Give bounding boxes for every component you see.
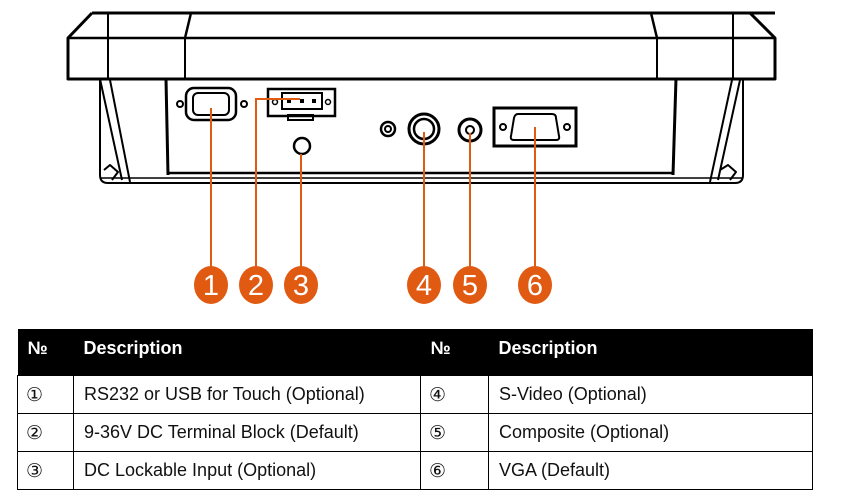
callout-badge-1: 1 [194, 266, 228, 304]
callout-badge-number: 4 [416, 270, 432, 302]
table-row: ③ DC Lockable Input (Optional) ⑥ VGA (De… [17, 451, 813, 490]
callout-badge-2: 2 [239, 266, 273, 304]
row-number: ② [17, 413, 74, 452]
row-number: ③ [17, 451, 74, 490]
callout-badge-circle [407, 266, 441, 304]
row-description: RS232 or USB for Touch (Optional) [73, 375, 421, 414]
callout-badge-number: 3 [293, 270, 309, 302]
callout-badge-6: 6 [518, 266, 552, 304]
dc-terminal-block [266, 87, 337, 121]
row-description: 9-36V DC Terminal Block (Default) [73, 413, 421, 452]
row-number: ① [17, 375, 74, 414]
row-number: ④ [420, 375, 489, 414]
table-row: ① RS232 or USB for Touch (Optional) ④ S-… [17, 375, 813, 414]
row-description: Composite (Optional) [488, 413, 813, 452]
callout-badge-number: 5 [462, 270, 478, 302]
table-header-row: № Description № Description [17, 329, 813, 376]
header-description-left: Description [73, 329, 421, 376]
small-jack [379, 120, 397, 138]
callout-badge-circle [518, 266, 552, 304]
callout-badge-number: 6 [527, 270, 543, 302]
dc-lockable-input [292, 136, 312, 156]
callout-badge-number: 2 [248, 270, 264, 302]
callout-badge-circle [453, 266, 487, 304]
row-description: S-Video (Optional) [488, 375, 813, 414]
row-number: ⑥ [420, 451, 489, 490]
callout-badge-3: 3 [284, 266, 318, 304]
header-description-right: Description [488, 329, 813, 376]
device-housing [66, 11, 777, 184]
callout-badge-circle [194, 266, 228, 304]
callout-badge-circle [284, 266, 318, 304]
callout-badge-4: 4 [407, 266, 441, 304]
callout-badge-5: 5 [453, 266, 487, 304]
callout-badge-number: 1 [203, 270, 219, 302]
header-number-right: № [420, 329, 489, 376]
table-row: ② 9-36V DC Terminal Block (Default) ⑤ Co… [17, 413, 813, 452]
callout-badge-circle [239, 266, 273, 304]
callout-leaders [210, 98, 536, 268]
row-description: DC Lockable Input (Optional) [73, 451, 421, 490]
row-number: ⑤ [420, 413, 489, 452]
leader-line-2 [255, 98, 300, 268]
header-number-left: № [17, 329, 74, 376]
row-description: VGA (Default) [488, 451, 813, 490]
ports-table: № Description № Description ① RS232 or U… [17, 329, 813, 490]
